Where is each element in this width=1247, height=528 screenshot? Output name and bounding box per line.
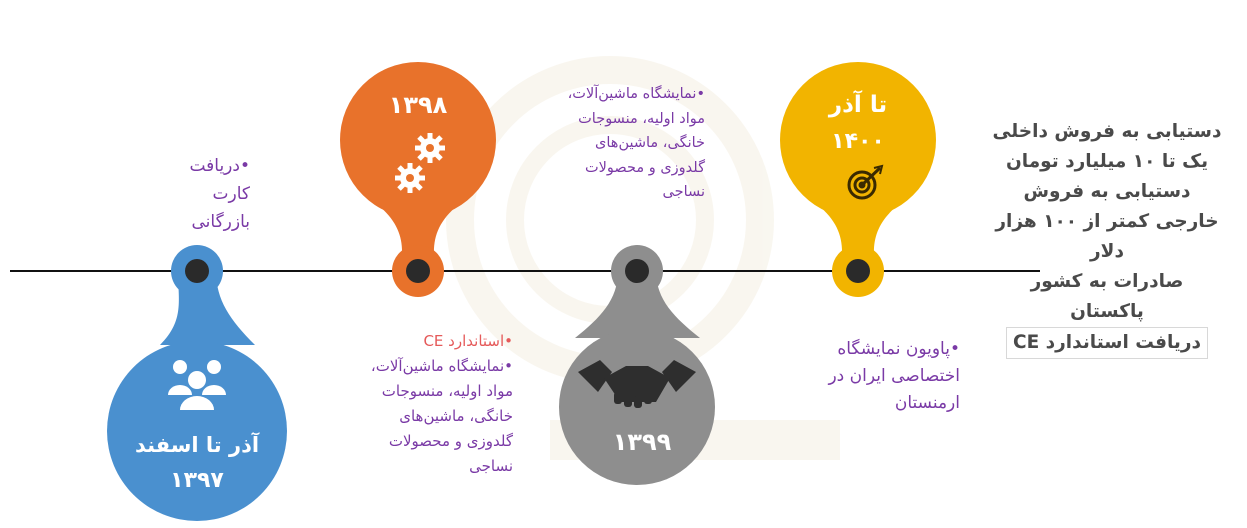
milestone-blue-label: آذر تا اسفند <box>135 432 260 457</box>
goal-line: دلار <box>1090 241 1124 262</box>
milestone-yellow-item: •پاویون نمایشگاه <box>837 339 960 359</box>
milestone-blue-item: •دریافت کارت <box>189 156 250 204</box>
gears-icon <box>395 133 445 193</box>
milestone-orange-top-items: •نمایشگاه ماشین‌آلات، مواد اولیه، منسوجا… <box>520 82 705 205</box>
milestone-yellow-item: ارمنستان <box>894 393 960 413</box>
goal-line: خارجی کمتر از ۱۰۰ هزار <box>995 211 1219 232</box>
milestone-orange-item: گلدوزی و محصولات <box>388 432 513 450</box>
milestone-orange-item: •نمایشگاه ماشین‌آلات، <box>567 86 705 102</box>
milestone-yellow-item: اختصاصی ایران در <box>828 366 960 386</box>
handshake-icon <box>578 360 696 408</box>
milestone-yellow: تا آذر ۱۴۰۰ <box>780 62 936 297</box>
target-icon <box>847 164 884 200</box>
milestone-yellow-items: •پاویون نمایشگاه اختصاصی ایران در ارمنست… <box>770 336 960 417</box>
milestone-orange-bottom-items: •استاندارد CE •نمایشگاه ماشین‌آلات، مواد… <box>308 329 513 479</box>
timeline-dot <box>185 259 209 283</box>
milestone-orange-item: مواد اولیه، منسوجات <box>578 110 705 127</box>
goal-line: پاکستان <box>1070 301 1144 322</box>
people-icon <box>168 360 226 410</box>
milestone-orange-item: نساجی <box>662 184 705 200</box>
milestone-orange-year: ۱۳۹۸ <box>389 91 448 119</box>
goal-line: صادرات به کشور <box>1030 271 1184 292</box>
timeline-dot <box>625 259 649 283</box>
milestone-blue: آذر تا اسفند ۱۳۹۷ <box>107 245 287 521</box>
milestone-gray: ۱۳۹۹ <box>559 245 715 485</box>
goal-ce-badge: دریافت استاندارد CE <box>1006 327 1208 359</box>
milestone-gray-year: ۱۳۹۹ <box>613 428 672 456</box>
milestone-orange-item: گلدوزی و محصولات <box>584 159 705 176</box>
goal-line: دستیابی به فروش داخلی <box>992 121 1222 142</box>
goal-line: یک تا ۱۰ میلیارد تومان <box>1005 151 1209 172</box>
milestone-orange-item: نساجی <box>469 457 513 475</box>
milestone-yellow-year: ۱۴۰۰ <box>831 129 885 154</box>
milestone-orange-item: •نمایشگاه ماشین‌آلات، <box>370 357 513 375</box>
milestone-blue-items: •دریافت کارت بازرگانی <box>150 152 250 236</box>
milestone-orange-item: خانگی، ماشین‌های <box>399 407 513 425</box>
milestone-yellow-label: تا آذر <box>828 89 887 118</box>
timeline-dot <box>846 259 870 283</box>
milestone-orange: ۱۳۹۸ <box>340 62 496 297</box>
milestone-orange-item: مواد اولیه، منسوجات <box>381 382 513 400</box>
goals-list: دستیابی به فروش داخلی یک تا ۱۰ میلیارد ت… <box>968 117 1246 359</box>
milestone-orange-item: خانگی، ماشین‌های <box>595 135 705 151</box>
timeline-dot <box>406 259 430 283</box>
milestone-blue-year: ۱۳۹۷ <box>170 468 224 493</box>
milestone-orange-ce: •استاندارد CE <box>423 332 513 350</box>
milestone-blue-item: بازرگانی <box>191 212 250 232</box>
goal-line: دستیابی به فروش <box>1023 181 1191 202</box>
